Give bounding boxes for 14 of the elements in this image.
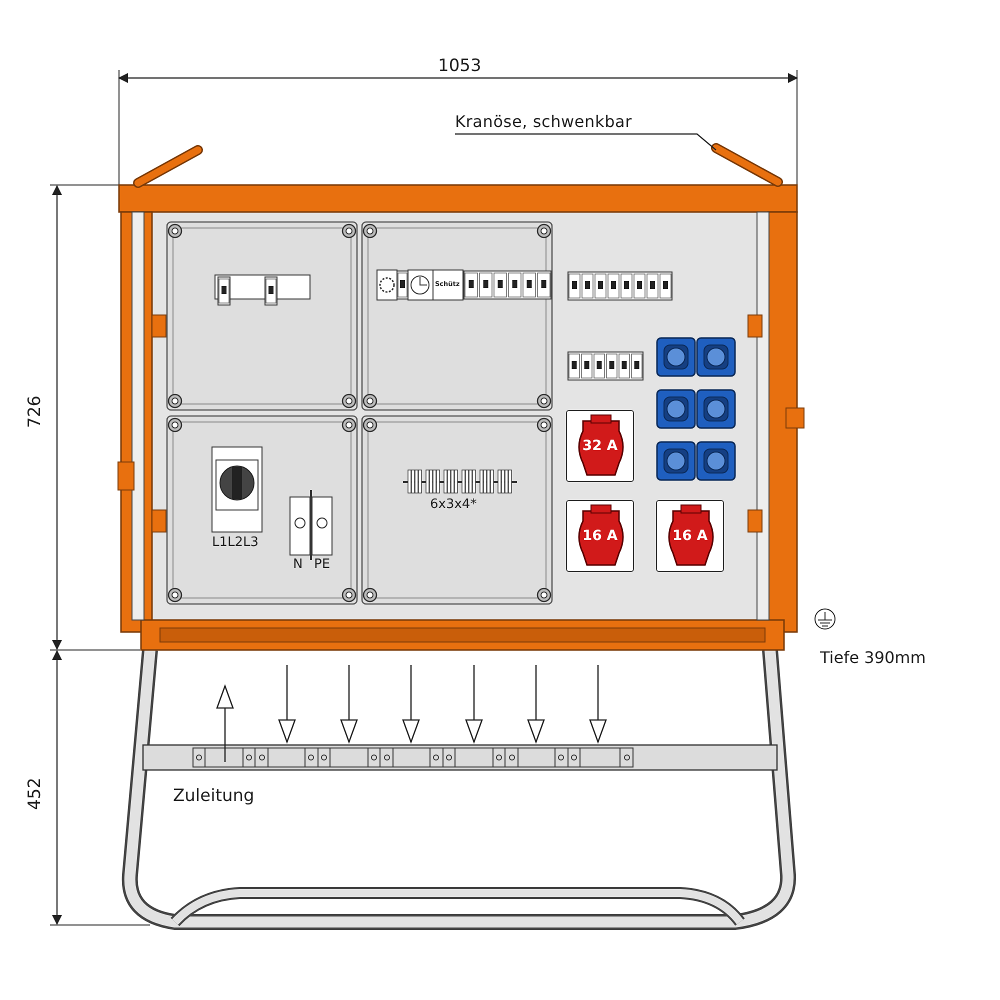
cee-socket: 16 A — [566, 500, 634, 572]
cee-socket: 16 A — [656, 500, 724, 572]
dimension-text: 452 — [27, 778, 44, 810]
dimension-text: 726 — [27, 396, 44, 428]
terminal-label: L1L2L3 — [212, 536, 259, 549]
callout-text: Kranöse, schwenkbar — [455, 112, 697, 134]
leader-line — [455, 133, 716, 150]
terminal-label: 6x3x4* — [430, 498, 477, 511]
cee-socket: 32 A — [566, 410, 634, 482]
dimension-text: 1053 — [438, 58, 482, 75]
feed-label: Zuleitung — [173, 788, 254, 805]
terminal-label: N — [293, 558, 303, 571]
depth-note: Tiefe 390mm — [820, 650, 926, 666]
terminal-label: PE — [314, 558, 330, 571]
